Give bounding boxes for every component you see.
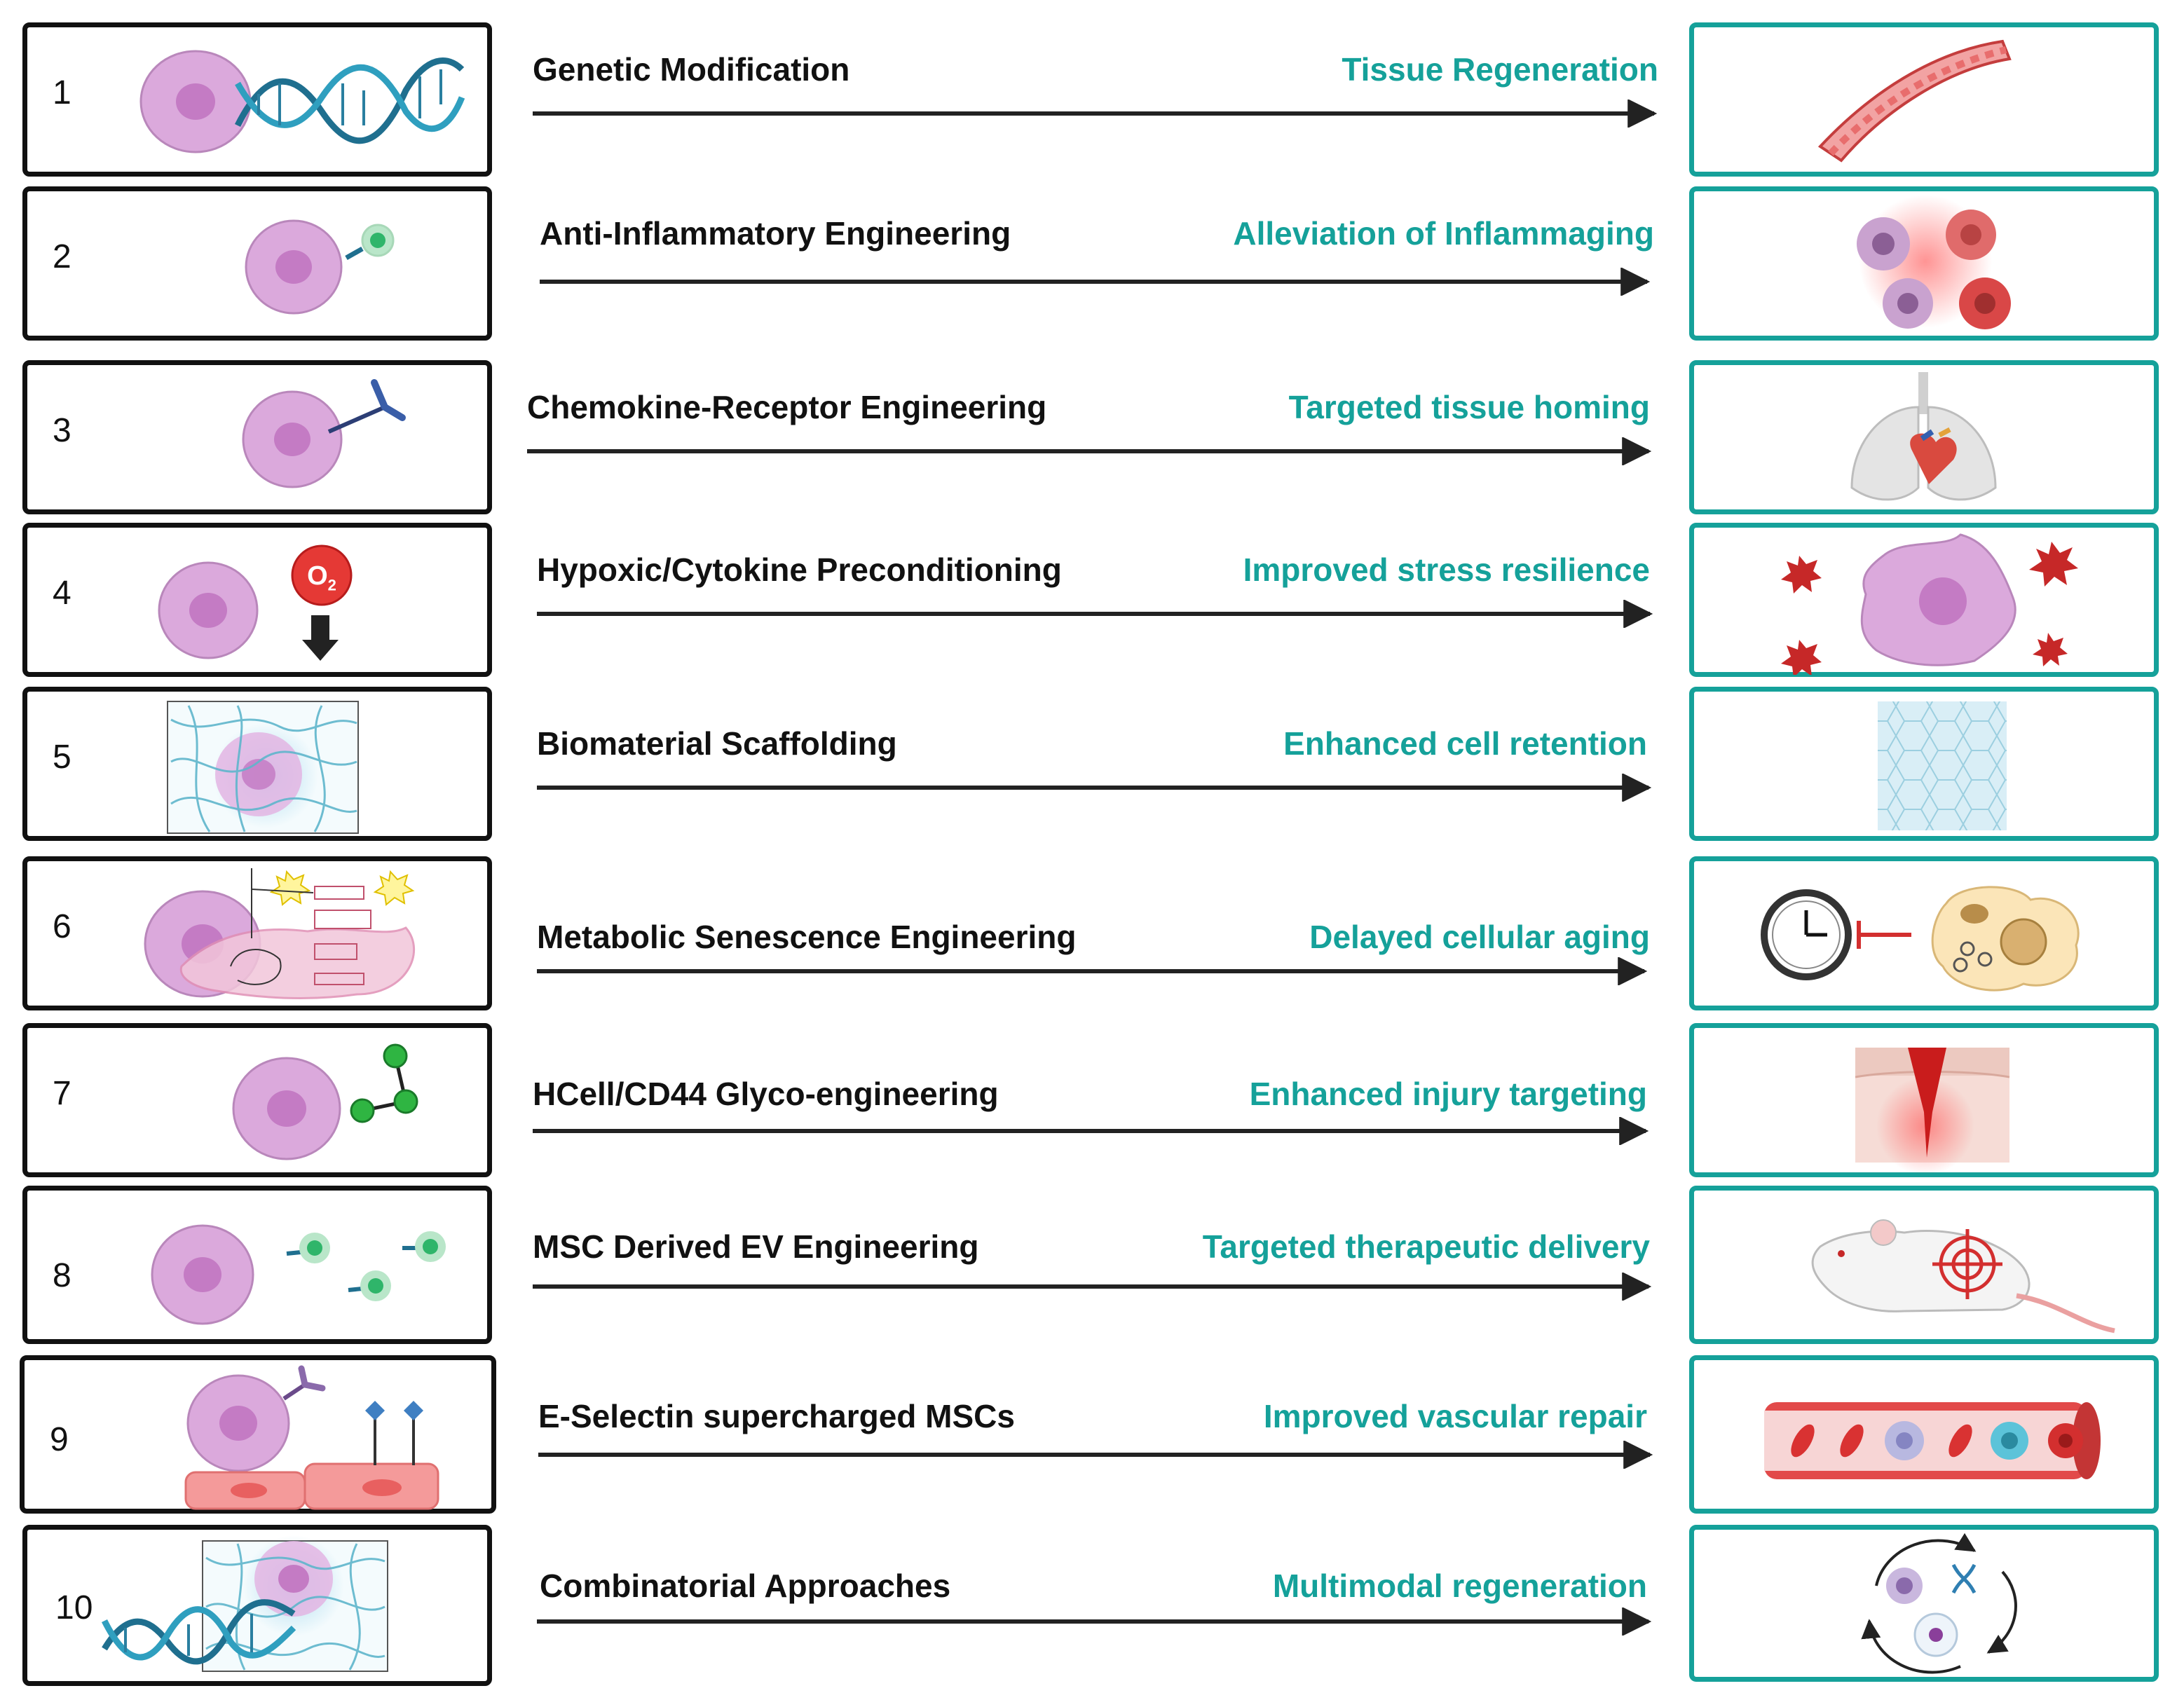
row-number: 2 [53, 238, 71, 275]
row-number: 10 [55, 1589, 93, 1626]
outcome-panel-3 [1689, 360, 2159, 514]
outcome-panel-6 [1689, 856, 2159, 1010]
row-3: 3 Chemokine-Receptor Engineering Targete… [0, 360, 2184, 521]
arrow [537, 774, 1652, 802]
outcome-panel-4 [1689, 523, 2159, 677]
cell-with-evs-icon [151, 1224, 446, 1325]
row-7: 7 HCell/CD44 Glyco-engineering Enhanced … [0, 1023, 2184, 1184]
arrow [537, 957, 1648, 985]
method-panel-3: 3 [22, 360, 492, 514]
method-label: Chemokine-Receptor Engineering [527, 389, 1047, 425]
method-panel-8: 8 [22, 1186, 492, 1344]
outcome-panel-8 [1689, 1186, 2159, 1344]
stressed-cell-icon [1781, 533, 2078, 675]
cell-with-receptor-icon [242, 379, 406, 488]
scaffold-cell-icon [167, 701, 359, 834]
outcome-panel-7 [1689, 1023, 2159, 1177]
cycle-icon [1861, 1533, 2017, 1674]
outcome-label: Delayed cellular aging [1309, 919, 1650, 955]
method-label: HCell/CD44 Glyco-engineering [533, 1076, 999, 1112]
blood-vessel-segment-icon [1817, 39, 2012, 163]
cell-with-glycan-icon [232, 1043, 418, 1160]
row-6: 6 Metabolic Senescence Engineering Delay… [0, 856, 2184, 1017]
arrow [537, 1607, 1652, 1636]
dna-scaffold-icon [101, 1535, 388, 1672]
outcome-label: Tissue Regeneration [1342, 51, 1658, 88]
superoxide-symbol: O2 [307, 561, 336, 594]
row-9: 9 E-Selectin supercharged MSCs Improved … [0, 1355, 2184, 1516]
row-8: 8 MSC Derived EV Engineering Targeted th… [0, 1186, 2184, 1347]
metabolic-pathway-icon [144, 868, 415, 999]
arrow [537, 600, 1653, 628]
cell-endothelium-icon [184, 1365, 439, 1510]
outcome-panel-2 [1689, 186, 2159, 341]
blood-vessel-cells-icon [1764, 1402, 2101, 1479]
immune-cells-icon [1857, 195, 2011, 329]
method-panel-7: 7 [22, 1023, 492, 1177]
outcome-label: Targeted tissue homing [1288, 389, 1650, 425]
arrow [540, 268, 1651, 296]
outcome-label: Targeted therapeutic delivery [1202, 1228, 1650, 1265]
method-panel-6: 6 [22, 856, 492, 1010]
method-label: MSC Derived EV Engineering [533, 1228, 979, 1265]
row-number: 7 [53, 1075, 71, 1112]
outcome-label: Improved vascular repair [1263, 1398, 1647, 1434]
hexagon-lattice-icon [1878, 701, 2007, 830]
method-panel-9: 9 [20, 1355, 496, 1514]
cell-with-dna-icon [139, 50, 465, 153]
lungs-heart-icon [1850, 372, 1997, 501]
arrow [527, 437, 1652, 465]
outcome-label: Improved stress resilience [1243, 551, 1650, 588]
arrow [533, 1117, 1649, 1145]
method-label: Hypoxic/Cytokine Preconditioning [537, 551, 1062, 588]
row-4: 4 O2 Hypoxic/Cytokine Preconditioning Im… [0, 523, 2184, 684]
method-panel-2: 2 [22, 186, 492, 341]
outcome-label: Alleviation of Inflammaging [1233, 215, 1654, 252]
row-number: 8 [53, 1257, 71, 1294]
outcome-label: Enhanced cell retention [1283, 725, 1647, 762]
outcome-panel-9 [1689, 1355, 2159, 1514]
cell-with-oxygen-icon [158, 544, 353, 661]
outcome-panel-10 [1689, 1525, 2159, 1682]
row-5: 5 Biomaterial Scaffolding Enhanced cell … [0, 687, 2184, 848]
row-number: 6 [53, 908, 71, 945]
arrow [533, 1273, 1652, 1301]
method-panel-1: 1 [22, 22, 492, 177]
method-panel-5: 5 [22, 687, 492, 841]
row-1: 1 Genetic Modification Tissue Regenerati… [0, 22, 2184, 184]
row-10: 10 Combinatorial Approaches Multimodal r… [0, 1525, 2184, 1686]
outcome-label: Multimodal regeneration [1272, 1568, 1647, 1604]
row-2: 2 Anti-Inflammatory Engineering Alleviat… [0, 186, 2184, 348]
clock-inhibit-cell-icon [1761, 886, 2080, 992]
arrow [538, 1441, 1653, 1469]
arrow [533, 100, 1658, 128]
row-number: 1 [53, 74, 71, 111]
tissue-wound-icon [1855, 1048, 2010, 1175]
mouse-target-icon [1811, 1219, 2115, 1334]
row-number: 3 [53, 412, 71, 449]
method-panel-4: 4 O2 [22, 523, 492, 677]
outcome-panel-5 [1689, 687, 2159, 841]
method-label: Genetic Modification [533, 51, 850, 88]
row-number: 4 [53, 575, 71, 612]
method-label: Combinatorial Approaches [540, 1568, 951, 1604]
method-label: E-Selectin supercharged MSCs [538, 1398, 1015, 1434]
row-number: 9 [50, 1421, 69, 1458]
method-panel-10: 10 [22, 1525, 492, 1686]
method-label: Biomaterial Scaffolding [537, 725, 897, 762]
outcome-label: Enhanced injury targeting [1249, 1076, 1647, 1112]
method-label: Anti-Inflammatory Engineering [540, 215, 1011, 252]
cell-with-vesicle-icon [245, 219, 395, 315]
outcome-panel-1 [1689, 22, 2159, 177]
method-label: Metabolic Senescence Engineering [537, 919, 1077, 955]
row-number: 5 [53, 739, 71, 776]
